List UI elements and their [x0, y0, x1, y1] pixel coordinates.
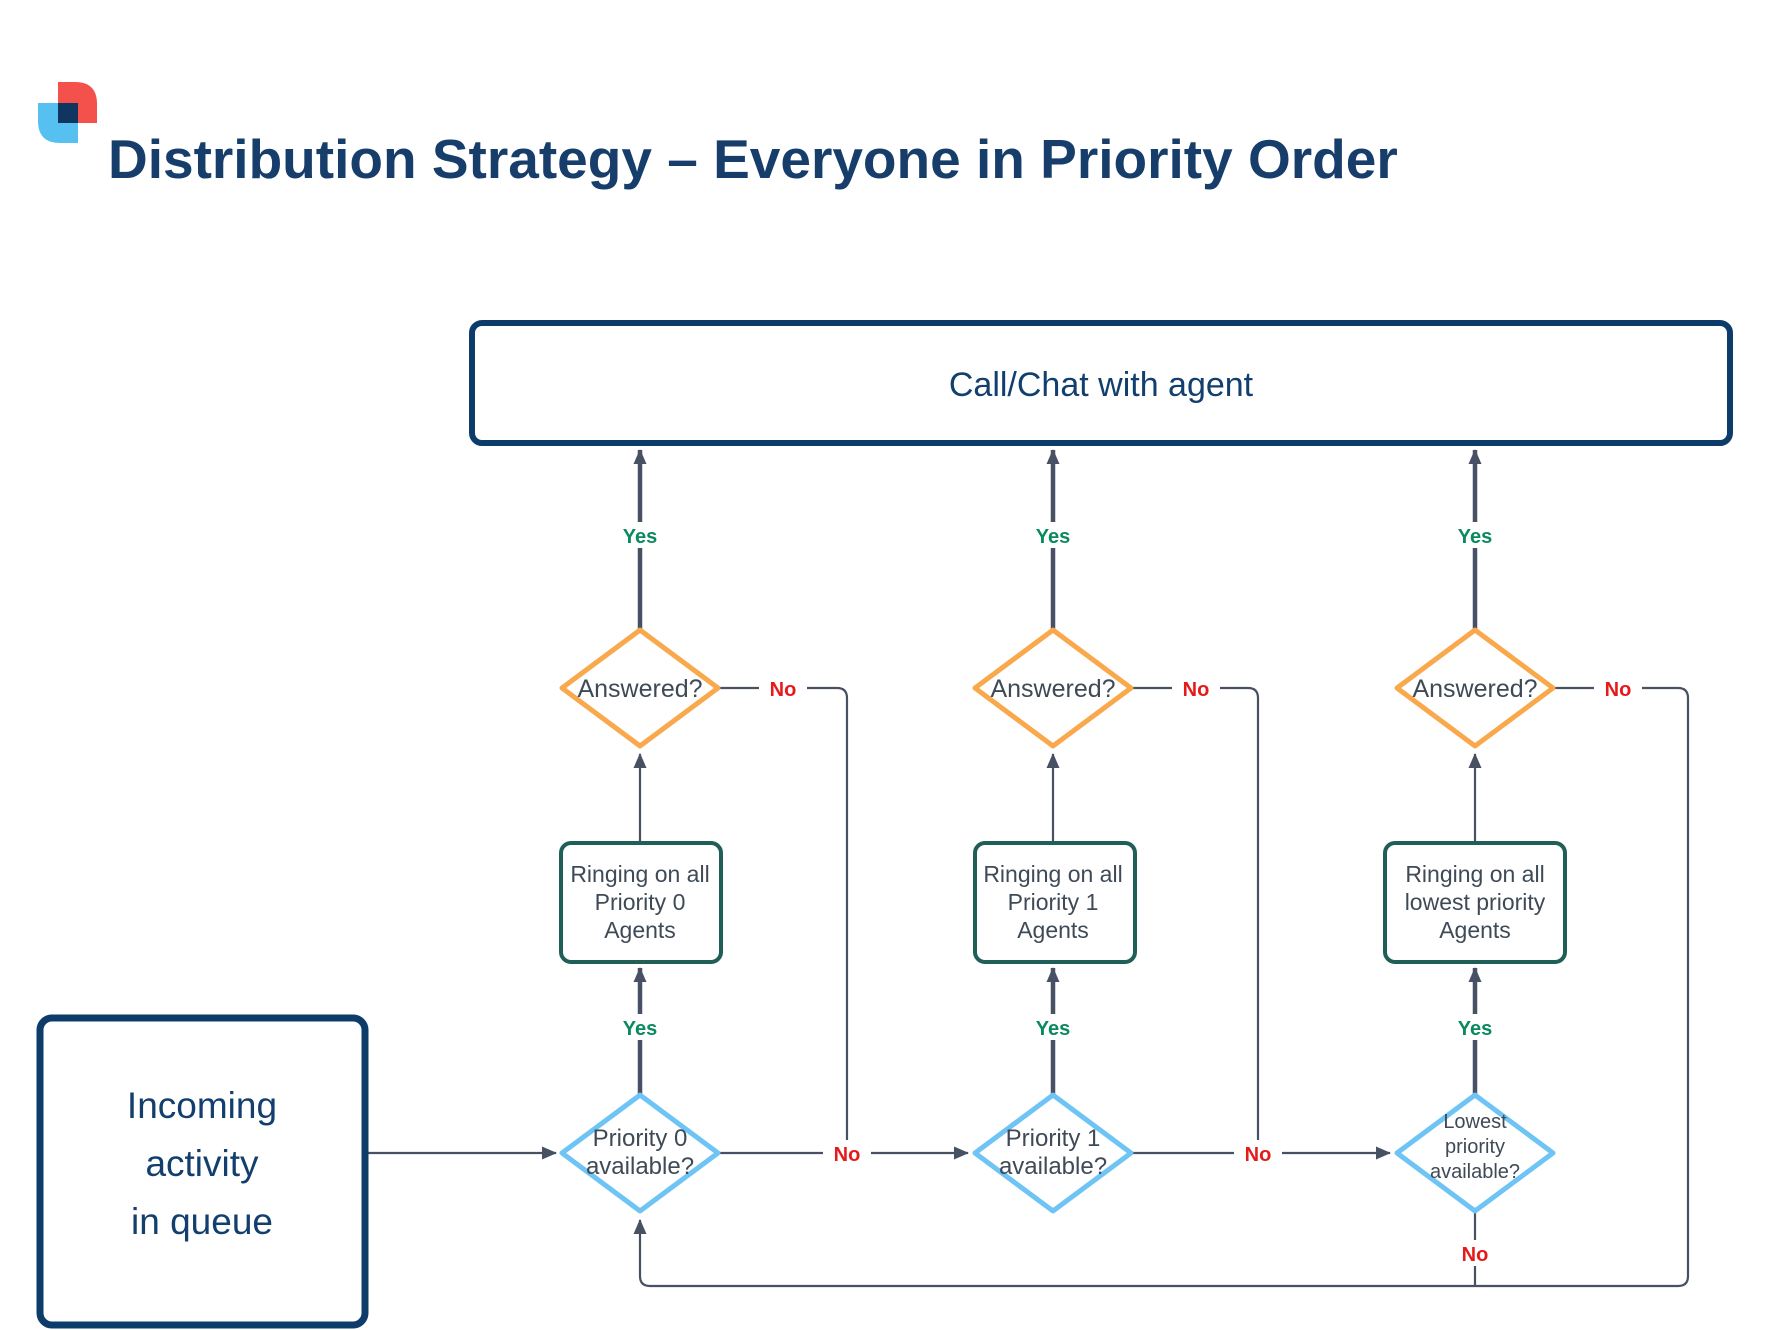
ringing-3-line-1: Ringing on all	[1405, 861, 1544, 887]
decision-available-2	[972, 1092, 1134, 1214]
no-label-available-2: No	[1245, 1144, 1272, 1166]
label-bg	[1172, 675, 1220, 701]
ringing-1-line-2: Priority 0	[595, 889, 686, 915]
answered-1-label: Answered?	[577, 675, 702, 703]
available-3-line-2: priority	[1445, 1136, 1505, 1158]
ringing-3-line-3: Agents	[1439, 917, 1511, 943]
label-bg	[1028, 1014, 1078, 1040]
no-label-answered-3: No	[1605, 679, 1632, 701]
ringing-3-line-2: lowest priority	[1405, 889, 1546, 915]
no-label-available-3: No	[1462, 1244, 1489, 1266]
page-title: Distribution Strategy – Everyone in Prio…	[108, 128, 1398, 190]
decision-answered-1	[559, 627, 721, 749]
yes-label-available-2: Yes	[1036, 1018, 1070, 1040]
yes-label-available-3: Yes	[1458, 1018, 1492, 1040]
label-bg	[1450, 522, 1500, 548]
label-bg	[1594, 675, 1642, 701]
node-ringing-priority1	[973, 841, 1137, 964]
available-3-line-1: Lowest	[1443, 1111, 1507, 1133]
available-3-line-3: available?	[1430, 1161, 1520, 1183]
available-2-line-2: available?	[999, 1153, 1107, 1180]
connector-answered3-no-return-loop	[633, 686, 1690, 1288]
available-1-line-2: available?	[586, 1153, 694, 1180]
label-bg	[1028, 522, 1078, 548]
label-bg	[615, 1014, 665, 1040]
brand-logo	[38, 82, 97, 143]
decision-available-1	[559, 1092, 721, 1214]
node-call-chat	[469, 320, 1733, 446]
incoming-activity-label: Incoming activity in queue	[127, 1085, 277, 1242]
label-bg	[1450, 1014, 1500, 1040]
yes-label-answered-3: Yes	[1458, 526, 1492, 548]
label-bg	[1234, 1140, 1282, 1166]
incoming-line-1: Incoming	[127, 1085, 277, 1126]
no-label-answered-1: No	[770, 679, 797, 701]
no-label-available-1: No	[834, 1144, 861, 1166]
ringing-2-line-2: Priority 1	[1008, 889, 1099, 915]
ringing-1-line-3: Agents	[604, 917, 676, 943]
ringing-2-line-1: Ringing on all	[983, 861, 1122, 887]
node-ringing-lowest-priority	[1383, 841, 1567, 964]
available-1-line-1: Priority 0	[593, 1125, 688, 1152]
node-ringing-priority0	[559, 841, 723, 964]
answered-3-label: Answered?	[1412, 675, 1537, 703]
incoming-line-3: in queue	[131, 1201, 273, 1242]
call-chat-label: Call/Chat with agent	[949, 366, 1254, 404]
no-label-answered-2: No	[1183, 679, 1210, 701]
decision-answered-3	[1394, 627, 1556, 749]
label-bg	[759, 675, 807, 701]
available-2-line-1: Priority 1	[1006, 1125, 1101, 1152]
ringing-1-line-1: Ringing on all	[570, 861, 709, 887]
answered-2-label: Answered?	[990, 675, 1115, 703]
decision-answered-2	[972, 627, 1134, 749]
decision-available-3	[1394, 1092, 1556, 1214]
connector-answered2-no	[1131, 686, 1260, 1152]
logo-navy-shape	[58, 103, 78, 123]
incoming-line-2: activity	[145, 1143, 259, 1184]
yes-label-answered-2: Yes	[1036, 526, 1070, 548]
node-incoming-activity	[36, 1014, 369, 1329]
connector-answered1-no	[718, 686, 849, 1152]
label-bg	[1451, 1240, 1499, 1266]
label-bg	[823, 1140, 871, 1166]
yes-label-answered-1: Yes	[623, 526, 657, 548]
yes-label-available-1: Yes	[623, 1018, 657, 1040]
ringing-2-line-3: Agents	[1017, 917, 1089, 943]
label-bg	[615, 522, 665, 548]
